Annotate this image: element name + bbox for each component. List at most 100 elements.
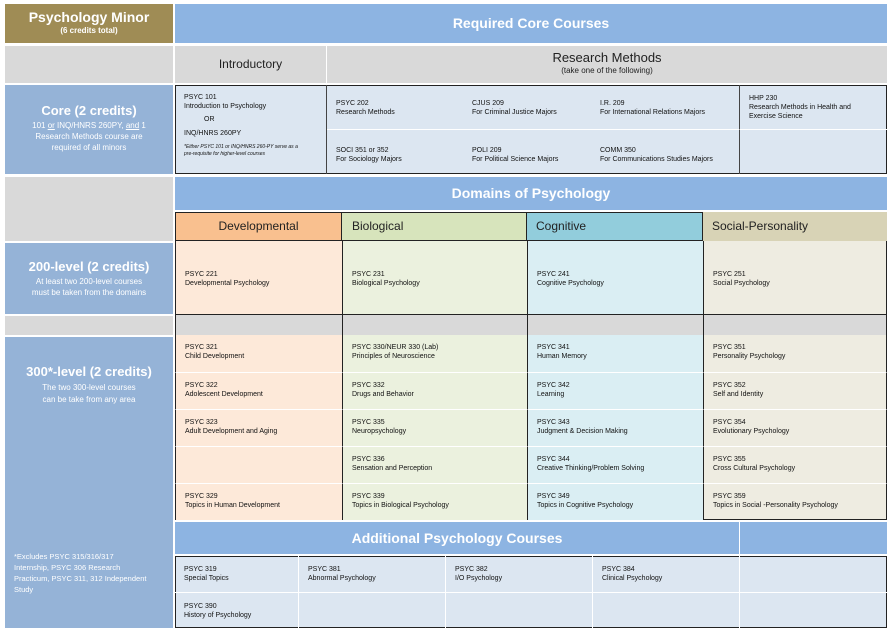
method-name: Research Methods (336, 109, 395, 116)
course-code: PSYC 339 (352, 493, 385, 500)
course-dev-empty (175, 446, 342, 483)
course-code: PSYC 241 (537, 271, 570, 278)
research-methods-title: Research Methods (552, 50, 662, 65)
course-name: Adult Development and Aging (185, 428, 278, 435)
domain-developmental: Developmental (175, 212, 342, 241)
required-core-header: Required Core Courses (175, 4, 887, 43)
course-psyc323: PSYC 323 Adult Development and Aging (175, 409, 342, 446)
method-name-2: Exercise Science (749, 113, 803, 120)
method-psyc202: PSYC 202 Research Methods (327, 85, 463, 129)
course-psyc390: PSYC 390 History of Psychology (175, 592, 298, 628)
additional-header: Additional Psychology Courses (175, 522, 739, 554)
method-empty (739, 129, 887, 174)
course-code: PSYC 321 (185, 344, 218, 351)
additional-empty-1 (739, 556, 887, 592)
method-code: POLI 209 (472, 147, 502, 154)
course-psyc241: PSYC 241 Cognitive Psychology (527, 241, 703, 314)
course-name: Social Psychology (713, 280, 770, 287)
course-psyc344: PSYC 344 Creative Thinking/Problem Solvi… (527, 446, 703, 483)
course-name: Biological Psychology (352, 280, 420, 287)
additional-empty-3 (445, 592, 592, 628)
level200-side: 200-level (2 credits) At least two 200-l… (5, 243, 173, 314)
course-psyc384: PSYC 384 Clinical Psychology (592, 556, 739, 592)
course-code: PSYC 221 (185, 271, 218, 278)
spacer-bio (342, 314, 527, 335)
course-code: PSYC 319 (184, 566, 217, 573)
course-code: PSYC 343 (537, 419, 570, 426)
course-code: PSYC 341 (537, 344, 570, 351)
spacer-dev (175, 314, 342, 335)
course-psyc382: PSYC 382 I/O Psychology (445, 556, 592, 592)
introductory-header: Introductory (175, 46, 326, 83)
course-name: Principles of Neuroscience (352, 353, 435, 360)
method-code: HHP 230 (749, 95, 778, 102)
course-name: Personality Psychology (713, 353, 786, 360)
course-psyc351: PSYC 351 Personality Psychology (703, 335, 887, 372)
domain-cognitive: Cognitive (527, 212, 703, 241)
intro-name: Introduction to Psychology (184, 103, 267, 110)
excludes-note-l2: Internship, PSYC 306 Research (14, 563, 121, 572)
additional-empty-5 (739, 592, 887, 628)
course-psyc329: PSYC 329 Topics in Human Development (175, 483, 342, 520)
core-side-block: Core (2 credits) 101 or INQ/HNRS 260PY, … (5, 85, 173, 174)
course-psyc330: PSYC 330/NEUR 330 (Lab) Principles of Ne… (342, 335, 527, 372)
course-code: PSYC 349 (537, 493, 570, 500)
course-name: Topics in Cognitive Psychology (537, 502, 634, 509)
level300-side: 300*-level (2 credits) The two 300-level… (5, 337, 173, 628)
course-psyc342: PSYC 342 Learning (527, 372, 703, 409)
domain-biological: Biological (342, 212, 527, 241)
level200-line2: must be taken from the domains (31, 288, 147, 297)
course-name: Learning (537, 391, 565, 398)
method-cjus209: CJUS 209 For Criminal Justice Majors (463, 85, 591, 129)
course-psyc349: PSYC 349 Topics in Cognitive Psychology (527, 483, 703, 520)
course-code: PSYC 231 (352, 271, 385, 278)
course-psyc221: PSYC 221 Developmental Psychology (175, 241, 342, 314)
course-psyc343: PSYC 343 Judgment & Decision Making (527, 409, 703, 446)
core-title: Core (2 credits) (41, 103, 137, 118)
method-ir209: I.R. 209 For International Relations Maj… (591, 85, 739, 129)
method-poli209: POLI 209 For Political Science Majors (463, 129, 591, 174)
intro-alt: INQ/HNRS 260PY (184, 130, 242, 137)
course-code: PSYC 342 (537, 382, 570, 389)
core-desc-a: 101 (32, 121, 48, 130)
excludes-note-l4: Study (14, 585, 34, 594)
course-name: Special Topics (184, 575, 229, 582)
course-code: PSYC 332 (352, 382, 385, 389)
course-code: PSYC 323 (185, 419, 218, 426)
course-name: Topics in Social -Personality Psychology (713, 502, 838, 509)
method-name: For Communications Studies Majors (600, 156, 713, 163)
minor-title-block: Psychology Minor (6 credits total) (5, 4, 173, 43)
additional-empty-2 (298, 592, 445, 628)
course-name: Clinical Psychology (602, 575, 663, 582)
method-comm350: COMM 350 For Communications Studies Majo… (591, 129, 739, 174)
spacer-cog (527, 314, 703, 335)
intro-code: PSYC 101 (184, 94, 217, 101)
spacer-left-2 (5, 177, 173, 241)
course-psyc354: PSYC 354 Evolutionary Psychology (703, 409, 887, 446)
level300-line2: can be take from any area (42, 395, 136, 404)
method-name: For Sociology Majors (336, 156, 402, 163)
course-name: Self and Identity (713, 391, 764, 398)
core-desc: 101 or INQ/HNRS 260PY, and 1 Research Me… (5, 120, 173, 153)
course-name: Abnormal Psychology (308, 575, 376, 582)
course-psyc355: PSYC 355 Cross Cultural Psychology (703, 446, 887, 483)
core-desc-c: 1 (139, 121, 146, 130)
course-name: Cognitive Psychology (537, 280, 604, 287)
method-hhp230: HHP 230 Research Methods in Health and E… (739, 85, 887, 129)
course-name: Drugs and Behavior (352, 391, 414, 398)
minor-subtitle: (6 credits total) (60, 26, 118, 35)
course-code: PSYC 251 (713, 271, 746, 278)
additional-empty-4 (592, 592, 739, 628)
course-name: Topics in Human Development (185, 502, 280, 509)
course-name: Evolutionary Psychology (713, 428, 790, 435)
course-name: Creative Thinking/Problem Solving (537, 465, 645, 472)
course-psyc332: PSYC 332 Drugs and Behavior (342, 372, 527, 409)
course-psyc341: PSYC 341 Human Memory (527, 335, 703, 372)
course-code: PSYC 384 (602, 566, 635, 573)
spacer-soc (703, 314, 887, 335)
course-psyc322: PSYC 322 Adolescent Development (175, 372, 342, 409)
course-psyc352: PSYC 352 Self and Identity (703, 372, 887, 409)
excludes-note-l1: *Excludes PSYC 315/316/317 (14, 552, 114, 561)
excludes-note-l3: Practicum, PSYC 311, 312 Independent (14, 574, 147, 583)
course-code: PSYC 344 (537, 456, 570, 463)
